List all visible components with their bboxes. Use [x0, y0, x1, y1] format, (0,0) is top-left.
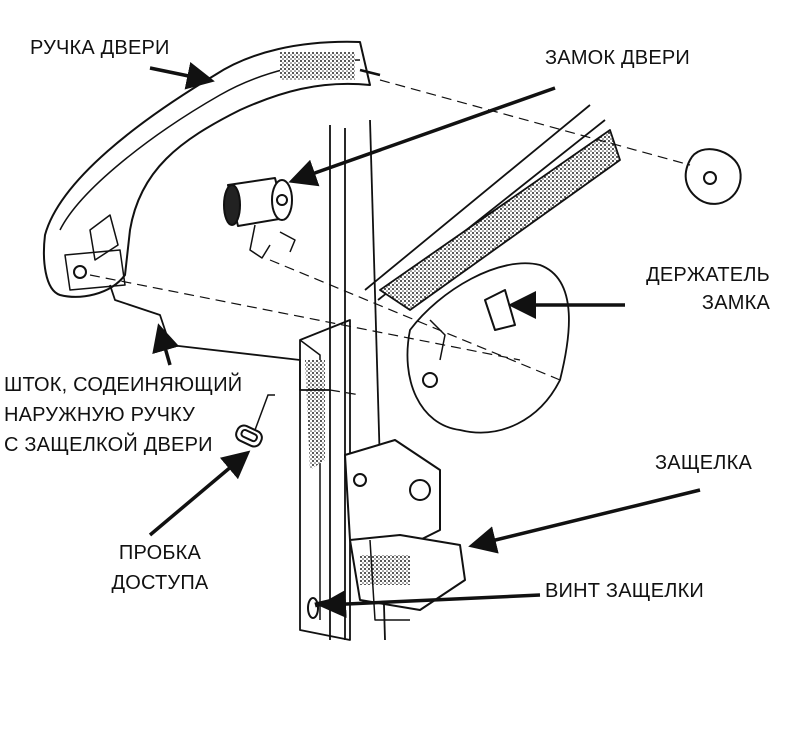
arrow-door-handle: [149, 62, 215, 90]
label-rod-line1: ШТОК, СОДЕИНЯЮЩИЙ: [4, 374, 243, 396]
label-access-plug-line2: ДОСТУПА: [111, 572, 209, 594]
arrow-access-plug: [148, 450, 251, 537]
label-door-handle: РУЧКА ДВЕРИ: [30, 37, 170, 59]
label-door-lock: ЗАМОК ДВЕРИ: [545, 47, 690, 69]
bezel-part: [684, 148, 742, 205]
label-latch-screw: ВИНТ ЗАЩЕЛКИ: [545, 580, 704, 602]
latch-screw-part: [307, 595, 346, 619]
arrow-latch-screw: [318, 590, 541, 619]
label-access-plug-line1: ПРОБКА: [118, 542, 202, 564]
label-rod-line3: С ЗАЩЕЛКОЙ ДВЕРИ: [4, 434, 213, 456]
label-access-plug: ПРОБКА ДОСТУПА: [90, 538, 230, 598]
label-rod-line2: НАРУЖНУЮ РУЧКУ: [4, 404, 196, 426]
label-lock-holder-line2: ЗАМКА: [701, 292, 770, 314]
rod-leader: [254, 394, 275, 431]
door-lock-part: [223, 177, 296, 259]
door-frame: [299, 104, 621, 641]
label-lock-holder-line1: ДЕРЖАТЕЛЬ: [646, 264, 770, 286]
assembly-lines: [89, 79, 691, 396]
leader-arrows: [148, 62, 701, 619]
arrow-rod: [152, 323, 180, 366]
label-connecting-rod: ШТОК, СОДЕИНЯЮЩИЙ НАРУЖНУЮ РУЧКУ С ЗАЩЕЛ…: [4, 370, 242, 460]
label-latch: ЗАЩЕЛКА: [655, 452, 753, 474]
label-lock-holder: ДЕРЖАТЕЛЬ ЗАМКА: [600, 262, 770, 316]
access-plug-part: [235, 424, 263, 448]
arrow-latch: [468, 488, 701, 554]
door-handle-part: [42, 40, 381, 298]
latch-part: [344, 439, 466, 621]
arrow-door-lock: [288, 86, 556, 187]
